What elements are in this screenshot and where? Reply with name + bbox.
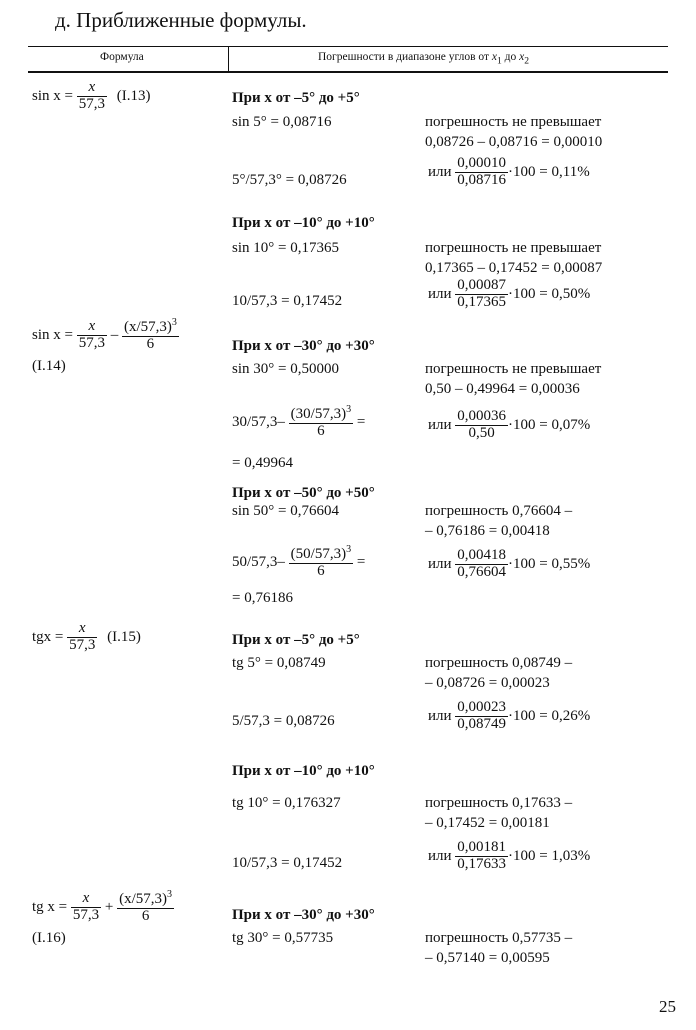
range-heading: При x от –30° до +30° [232, 907, 375, 923]
formula-i14-tag: (I.14) [32, 358, 66, 374]
exact-value: sin 30° = 0,50000 [232, 361, 339, 377]
error-text: погрешность не превышает [425, 114, 602, 130]
table-header-bottom-rule [28, 71, 668, 73]
approx-result: = 0,49964 [232, 455, 293, 471]
range-heading: При x от –10° до +10° [232, 763, 375, 779]
error-difference: – 0,76186 = 0,00418 [425, 523, 550, 539]
formula-operator: – [110, 326, 119, 343]
formula-lhs: tg x = [32, 898, 68, 915]
header-sub2: 2 [524, 55, 530, 67]
error-text: погрешность не превышает [425, 361, 602, 377]
formula-lhs: sin x = [32, 87, 73, 104]
range-heading: При x от –50° до +50° [232, 485, 375, 501]
formula-tag: (I.15) [107, 628, 141, 645]
exact-value: tg 5° = 0,08749 [232, 655, 326, 671]
error-difference: 0,08726 – 0,08716 = 0,00010 [425, 134, 603, 150]
page-number: 25 [659, 997, 676, 1016]
error-text: погрешность не превышает [425, 240, 602, 256]
error-text: погрешность 0,17633 – [425, 795, 573, 811]
header-x2: x [519, 51, 525, 63]
table-header-divider [228, 46, 229, 72]
error-text: погрешность 0,76604 – [425, 503, 573, 519]
exact-value: sin 50° = 0,76604 [232, 503, 339, 519]
error-text: погрешность 0,57735 – [425, 930, 573, 946]
error-difference: – 0,17452 = 0,00181 [425, 815, 550, 831]
table-top-rule [28, 46, 668, 47]
exact-value: tg 30° = 0,57735 [232, 930, 334, 946]
approx-result: = 0,76186 [232, 590, 293, 606]
range-heading: При x от –30° до +30° [232, 338, 375, 354]
exact-value: tg 10° = 0,176327 [232, 795, 341, 811]
range-heading: При x от –10° до +10° [232, 215, 375, 231]
formula-lhs: tgx = [32, 628, 64, 645]
range-heading: При x от –5° до +5° [232, 632, 360, 648]
header-sub1: 1 [497, 55, 502, 67]
approx-value: 10/57,3 = 0,17452 [232, 293, 343, 309]
header-formula: Формула [100, 51, 144, 63]
error-difference: – 0,08726 = 0,00023 [425, 675, 550, 691]
approx-value: 5/57,3 = 0,08726 [232, 713, 335, 729]
formula-operator: + [104, 898, 114, 915]
header-errors: Погрешности в диапазоне углов от x1 до x… [318, 51, 529, 66]
header-to: до [501, 51, 520, 63]
approx-value: 5°/57,3° = 0,08726 [232, 172, 347, 188]
range-heading: При x от –5° до +5° [232, 90, 360, 106]
header-x1: x [491, 51, 497, 63]
error-text: погрешность 0,08749 – [425, 655, 573, 671]
approx-value: 10/57,3 = 0,17452 [232, 855, 343, 871]
formula-i16-tag: (I.16) [32, 930, 66, 946]
error-difference: 0,17365 – 0,17452 = 0,00087 [425, 260, 603, 276]
error-difference: – 0,57140 = 0,00595 [425, 950, 550, 966]
header-errors-text: Погрешности в диапазоне углов от [318, 51, 492, 63]
page-heading: д. Приближенные формулы. [55, 8, 307, 32]
exact-value: sin 10° = 0,17365 [232, 240, 339, 256]
formula-lhs: sin x = [32, 326, 73, 343]
formula-tag: (I.13) [116, 87, 151, 104]
error-difference: 0,50 – 0,49964 = 0,00036 [425, 381, 580, 397]
exact-value: sin 5° = 0,08716 [232, 114, 332, 130]
